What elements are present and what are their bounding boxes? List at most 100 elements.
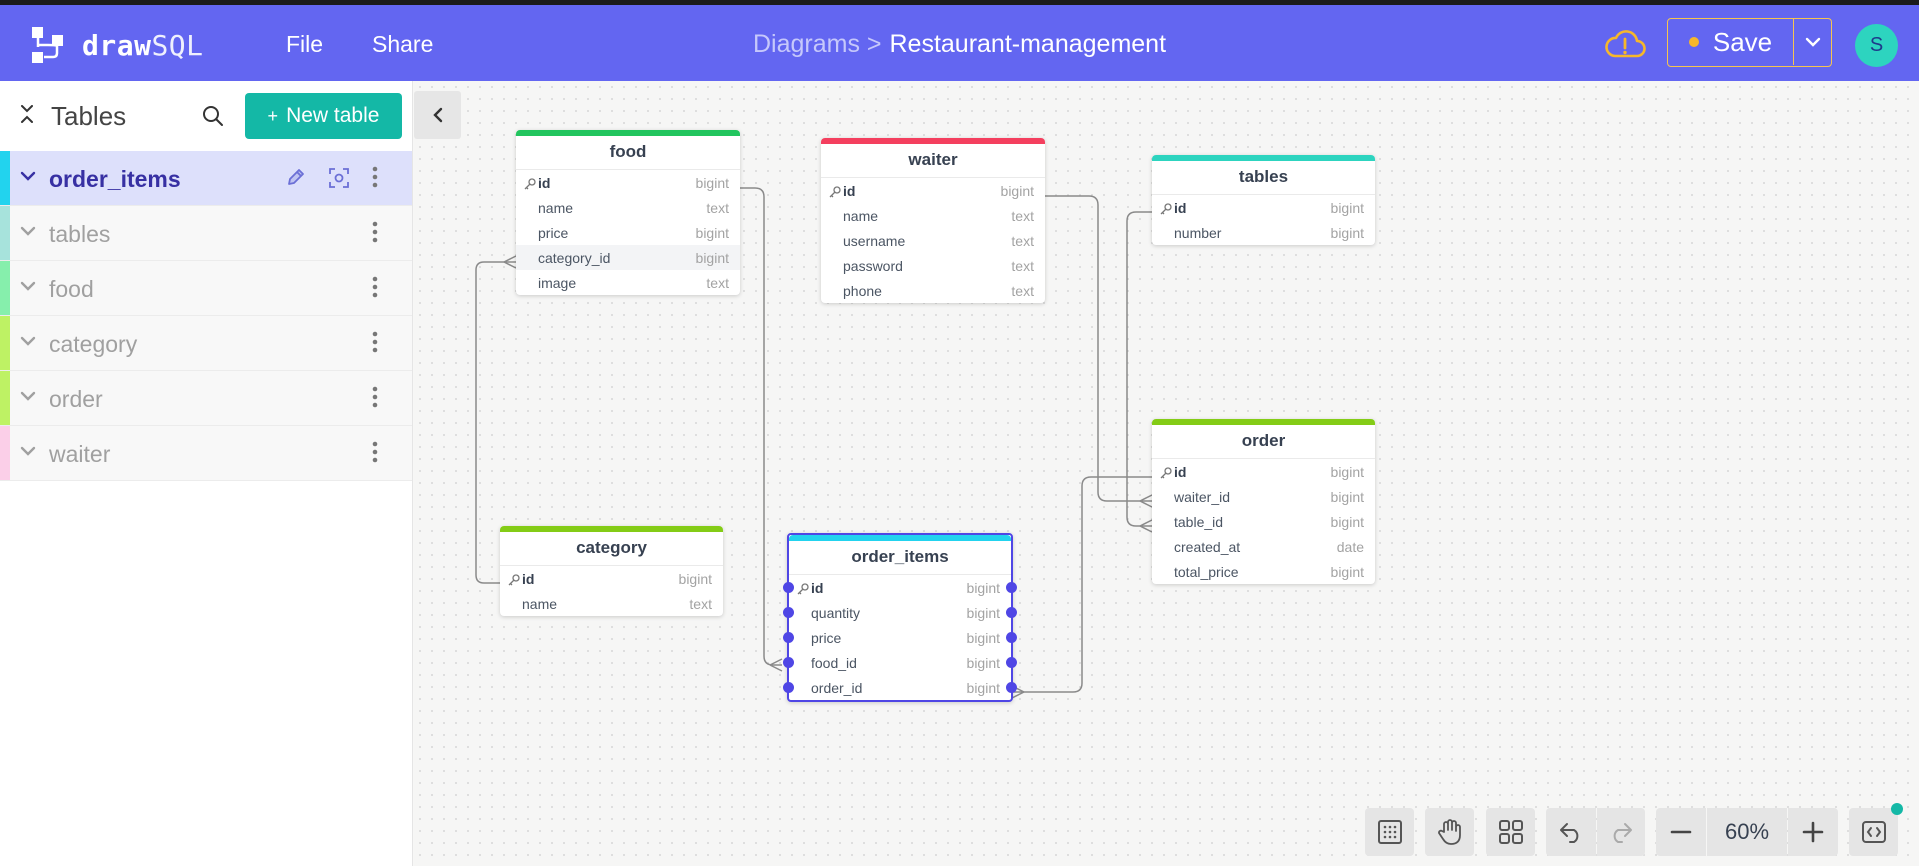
table-name[interactable]: tables (1152, 161, 1375, 195)
connection-handle[interactable] (783, 632, 794, 643)
sidebar-item-order-items[interactable]: order_items (0, 151, 412, 206)
chevron-down-icon[interactable] (20, 224, 36, 242)
auto-arrange-button[interactable] (1486, 808, 1535, 856)
connection-handle[interactable] (1006, 582, 1017, 593)
logo[interactable]: drawSQL (30, 25, 204, 65)
focus-icon[interactable] (328, 167, 350, 194)
pencil-icon[interactable] (286, 167, 306, 192)
save-button[interactable]: Save (1668, 19, 1793, 65)
export-sql-button[interactable] (1849, 808, 1898, 856)
chevron-down-icon[interactable] (20, 169, 36, 187)
more-options-icon[interactable] (372, 221, 378, 248)
column-type: text (1011, 283, 1034, 299)
collapse-all-icon[interactable] (20, 105, 34, 123)
collapse-sidebar-button[interactable] (414, 91, 461, 139)
new-table-button[interactable]: +New table (245, 93, 402, 139)
sidebar-item-waiter[interactable]: waiter (0, 426, 412, 481)
table-name[interactable]: waiter (821, 144, 1045, 178)
column-name: id (843, 183, 856, 199)
connection-handle[interactable] (783, 607, 794, 618)
menu-share[interactable]: Share (372, 31, 434, 57)
more-options-icon[interactable] (372, 331, 378, 358)
more-options-icon[interactable] (372, 166, 378, 193)
zoom-level[interactable]: 60% (1707, 808, 1787, 856)
column-type: bigint (1330, 464, 1364, 480)
connection-handle[interactable] (1006, 632, 1017, 643)
connection-handle[interactable] (783, 582, 794, 593)
more-options-icon[interactable] (372, 386, 378, 413)
chevron-down-icon[interactable] (20, 279, 36, 297)
column-name: created_at (1174, 539, 1241, 555)
table-name[interactable]: food (516, 136, 740, 170)
primary-key-icon (1160, 202, 1172, 218)
table-color-bar (821, 138, 1045, 144)
connection-handle[interactable] (783, 657, 794, 668)
table-name[interactable]: category (500, 532, 723, 566)
zoom-out-button[interactable] (1656, 808, 1706, 856)
connection-handle[interactable] (783, 682, 794, 693)
connection-handle[interactable] (1006, 682, 1017, 693)
sidebar-item-order[interactable]: order (0, 371, 412, 426)
chevron-down-icon[interactable] (20, 334, 36, 352)
chevron-down-icon (1805, 37, 1820, 47)
redo-button[interactable] (1597, 808, 1645, 856)
search-icon[interactable] (202, 105, 224, 127)
connection-handle[interactable] (1006, 657, 1017, 668)
diagram-title[interactable]: Restaurant-management (889, 30, 1167, 58)
chevron-down-icon[interactable] (20, 444, 36, 462)
column-type: bigint (695, 250, 729, 266)
snap-grid-button[interactable] (1365, 808, 1414, 856)
breadcrumb-parent[interactable]: Diagrams > (752, 30, 882, 58)
save-options-button[interactable] (1793, 19, 1831, 65)
table-name[interactable]: order_items (789, 541, 1011, 575)
undo-button[interactable] (1546, 808, 1596, 856)
more-options-icon[interactable] (372, 276, 378, 303)
table-name[interactable]: order (1152, 425, 1375, 459)
menu-file[interactable]: File (286, 31, 324, 57)
column-type: bigint (695, 175, 729, 191)
sidebar-item-tables[interactable]: tables (0, 206, 412, 261)
connection-handle[interactable] (1006, 607, 1017, 618)
cloud-warning-icon[interactable] (1604, 26, 1646, 62)
user-avatar[interactable]: S (1855, 24, 1898, 67)
pan-mode-button[interactable] (1425, 808, 1474, 856)
save-button-group: Save (1667, 18, 1832, 67)
sidebar-item-category[interactable]: category (0, 316, 412, 371)
app-header: drawSQL File Share Diagrams >Restaurant-… (0, 5, 1919, 81)
zoom-in-button[interactable] (1788, 808, 1838, 856)
sidebar-item-food[interactable]: food (0, 261, 412, 316)
more-options-icon[interactable] (372, 441, 378, 468)
chevron-down-icon[interactable] (20, 389, 36, 407)
